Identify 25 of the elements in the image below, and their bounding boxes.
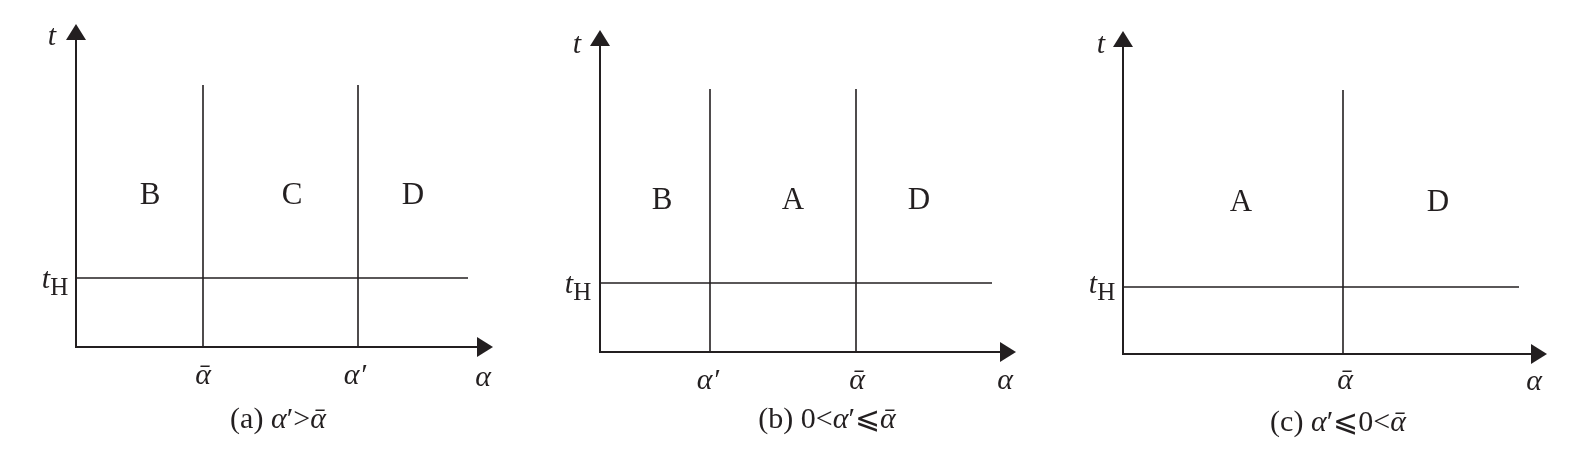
tick-label: ᾱ bbox=[1337, 364, 1353, 394]
axis-label: t bbox=[47, 20, 57, 50]
region-label: D bbox=[1426, 184, 1450, 216]
region-label: D bbox=[907, 182, 931, 214]
threshold-label: t$_{H}$ bbox=[564, 268, 592, 304]
figure-caption: (a) α′>ᾱ bbox=[230, 403, 326, 433]
tick-label: ᾱ bbox=[195, 359, 211, 389]
axis-label: α bbox=[475, 361, 491, 391]
tick-label: ᾱ bbox=[849, 364, 865, 394]
axis-label: α bbox=[997, 364, 1013, 394]
figure-caption: (c) α′⩽0<ᾱ bbox=[1270, 406, 1406, 436]
region-label: D bbox=[401, 177, 425, 209]
region-label: C bbox=[281, 177, 303, 209]
tick-label: α′ bbox=[343, 359, 367, 389]
region-label: A bbox=[781, 182, 805, 214]
axis-label: α bbox=[1526, 365, 1542, 395]
region-label: B bbox=[139, 177, 161, 209]
tick-label: α′ bbox=[696, 364, 720, 394]
figure-caption: (b) 0<α′⩽ᾱ bbox=[758, 403, 896, 433]
region-label: B bbox=[651, 182, 673, 214]
axis-label: t bbox=[1096, 28, 1106, 58]
region-label: A bbox=[1229, 184, 1253, 216]
axis-label: t bbox=[572, 28, 582, 58]
threshold-label: t$_{H}$ bbox=[1088, 268, 1116, 304]
threshold-label: t$_{H}$ bbox=[41, 263, 69, 299]
